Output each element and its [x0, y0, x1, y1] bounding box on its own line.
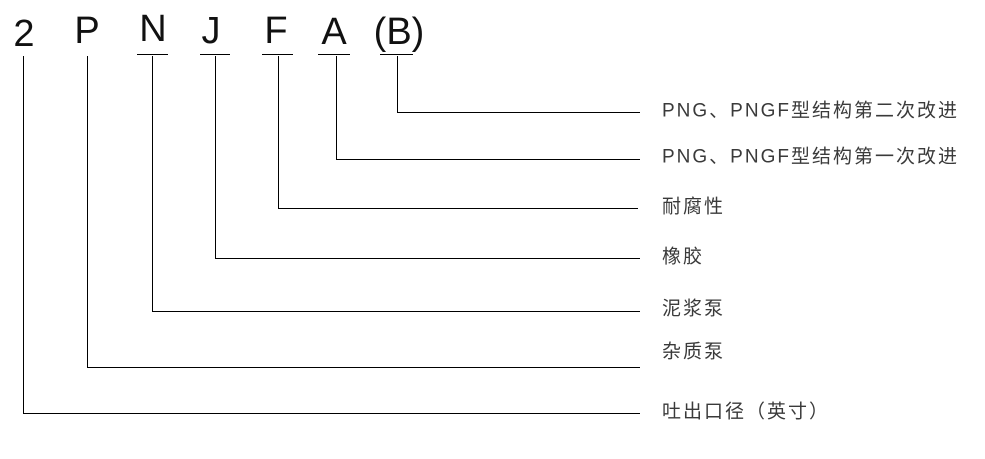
leader-horizontal-p: [87, 367, 640, 368]
leader-vertical-b: [397, 56, 398, 113]
label-a-first-improvement: PNG、PNGF型结构第一次改进: [662, 146, 959, 168]
code-char-p: P: [74, 10, 100, 52]
underline-f: [262, 54, 293, 55]
leader-vertical-j: [215, 56, 216, 259]
leader-vertical-n: [152, 56, 153, 312]
label-n-mud-pump: 泥浆泵: [662, 298, 726, 320]
underline-j: [200, 54, 230, 55]
underline-a: [318, 54, 350, 55]
code-char-a: A: [321, 11, 347, 53]
underline-b: [380, 54, 413, 55]
label-2-discharge-diameter: 吐出口径（英寸）: [662, 401, 831, 423]
label-p-impurity-pump: 杂质泵: [662, 341, 726, 363]
label-b-second-improvement: PNG、PNGF型结构第二次改进: [662, 100, 959, 122]
leader-vertical-p: [87, 56, 88, 368]
code-char-n: N: [139, 8, 167, 50]
leader-horizontal-a: [336, 159, 640, 160]
underline-n: [137, 54, 168, 55]
leader-horizontal-2: [23, 413, 640, 414]
label-j-rubber: 橡胶: [662, 246, 705, 268]
leader-horizontal-f: [278, 208, 638, 209]
leader-horizontal-n: [152, 311, 640, 312]
leader-vertical-2: [23, 56, 24, 414]
leader-horizontal-b: [397, 112, 640, 113]
label-f-corrosion-resistance: 耐腐性: [662, 196, 726, 218]
leader-vertical-f: [278, 56, 279, 209]
code-char-b: (B): [373, 11, 425, 53]
leader-vertical-a: [336, 56, 337, 160]
code-char-2: 2: [13, 13, 35, 55]
code-char-f: F: [264, 10, 288, 52]
leader-horizontal-j: [215, 258, 640, 259]
code-char-j: J: [201, 10, 221, 52]
